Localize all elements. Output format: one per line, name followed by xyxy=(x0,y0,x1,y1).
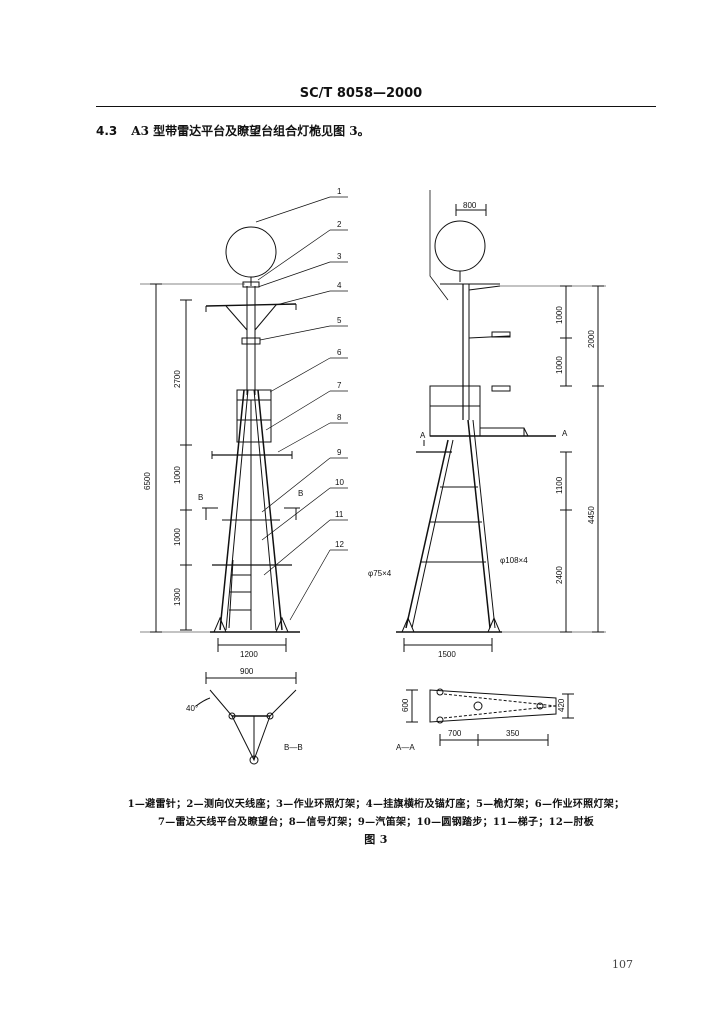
plan-a-label: A—A xyxy=(396,743,415,752)
dim-1100: 1100 xyxy=(555,476,564,494)
page-number: 107 xyxy=(612,958,633,971)
caption-line-1: 1—避雷针；2—测向仪天线座；3—作业环照灯架；4—挂旗横桁及锚灯座；5—桅灯架… xyxy=(127,799,625,810)
callout-8: 8 xyxy=(337,413,342,422)
callout-12: 12 xyxy=(335,540,344,549)
plan-b-label: B—B xyxy=(284,743,303,752)
side-view: A A φ75×4 φ108×4 800 1000 1000 2000 1100… xyxy=(368,190,606,659)
dim-4450: 4450 xyxy=(587,506,596,524)
standard-code: SC/T 8058—2000 xyxy=(299,86,423,101)
section-mark-b-left: B xyxy=(198,493,203,502)
dim-6500: 6500 xyxy=(143,472,152,490)
caption-line-2: 7—雷达天线平台及瞭望台；8—信号灯架；9—汽笛架；10—圆钢踏步；11—梯子；… xyxy=(157,817,595,828)
callout-9: 9 xyxy=(337,448,342,457)
side-leg-right xyxy=(467,419,491,629)
dim-1000-side-b: 1000 xyxy=(555,356,564,374)
dim-2400: 2400 xyxy=(555,566,564,584)
dim-600: 600 xyxy=(401,698,410,712)
plan-b-b: 900 40° B—B xyxy=(186,667,303,765)
dim-1000b: 1000 xyxy=(173,528,182,546)
angle-40: 40° xyxy=(186,704,198,713)
side-lightning-sphere xyxy=(434,220,486,272)
callout-7: 7 xyxy=(337,381,342,390)
dim-900: 900 xyxy=(240,667,254,676)
yardarm xyxy=(205,303,297,307)
dim-350: 350 xyxy=(506,729,520,738)
callout-2: 2 xyxy=(337,220,342,229)
callout-3: 3 xyxy=(337,252,342,261)
callout-6: 6 xyxy=(337,348,342,357)
figure-title: 图 3 xyxy=(364,833,388,846)
section-heading: 4.3 A3 型带雷达平台及瞭望台组合灯桅见图 3。 xyxy=(96,122,370,139)
dim-1200: 1200 xyxy=(240,650,258,659)
side-leg-left xyxy=(405,439,449,629)
pipe-small-label: φ75×4 xyxy=(368,569,392,578)
callout-5: 5 xyxy=(337,316,342,325)
section-mark-b-right: B xyxy=(298,489,303,498)
dim-1300: 1300 xyxy=(173,588,182,606)
front-leg-right xyxy=(257,389,283,631)
dim-2700: 2700 xyxy=(173,370,182,388)
front-leg-left xyxy=(219,389,245,631)
section-number: 4.3 xyxy=(96,124,118,138)
plan-a-a: 600 420 700 350 A—A xyxy=(396,688,574,752)
dim-2000: 2000 xyxy=(587,330,596,348)
ladder xyxy=(228,559,234,629)
section-mark-a-right: A xyxy=(562,429,568,438)
callout-4: 4 xyxy=(337,281,342,290)
callout-10: 10 xyxy=(335,478,344,487)
side-platform xyxy=(429,385,481,437)
dim-420: 420 xyxy=(557,698,566,712)
dim-1500: 1500 xyxy=(438,650,456,659)
section-text: A3 型带雷达平台及瞭望台组合灯桅见图 3。 xyxy=(131,124,370,138)
dim-700: 700 xyxy=(448,729,462,738)
section-mark-a-left: A xyxy=(420,431,426,440)
header-rule xyxy=(96,106,656,107)
pipe-large-label: φ108×4 xyxy=(500,556,528,565)
front-view: B B 2700 1000 1000 1300 6500 1200 xyxy=(140,187,348,659)
lightning-sphere xyxy=(225,226,277,278)
dim-800: 800 xyxy=(463,201,477,210)
callout-1: 1 xyxy=(337,187,342,196)
dim-1000a: 1000 xyxy=(173,466,182,484)
dim-1000-side-a: 1000 xyxy=(555,306,564,324)
callout-11: 11 xyxy=(335,510,344,519)
